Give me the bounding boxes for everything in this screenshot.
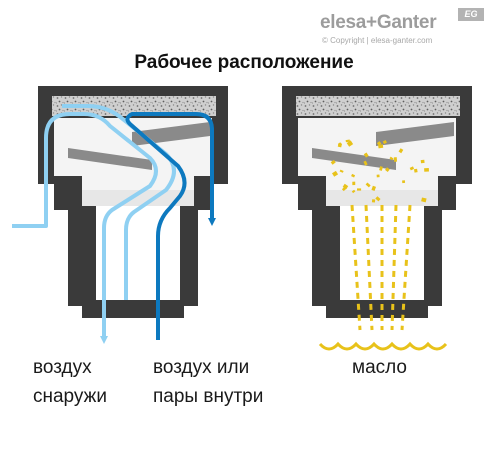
label-inside-air-line2: пары внутри — [153, 386, 264, 407]
label-oil: масло — [352, 353, 407, 382]
oil-droplet — [332, 170, 339, 177]
oil-droplet — [390, 204, 398, 331]
oil-droplet — [389, 156, 394, 161]
label-outside-air: воздух снаружи — [33, 353, 107, 411]
oil-droplet — [351, 189, 356, 194]
oil-droplet — [357, 188, 362, 191]
oil-droplet — [345, 139, 350, 143]
breather-left-bore — [96, 206, 180, 300]
oil-droplet — [379, 166, 383, 171]
oil-droplet — [364, 204, 374, 331]
breather-left-baffle-lower — [68, 148, 152, 170]
oil-droplet — [371, 185, 377, 191]
breather-left-step — [82, 190, 194, 206]
breather-left-filter — [52, 96, 216, 116]
inside-air-arrow — [125, 112, 216, 340]
oil-droplet — [365, 182, 371, 188]
breather-right-filter — [296, 96, 460, 116]
breather-right-baffle-lower — [312, 148, 396, 170]
oil-droplet — [400, 204, 412, 331]
oil-wave — [318, 341, 448, 351]
oil-droplet — [382, 140, 387, 145]
breather-right — [282, 86, 472, 318]
oil-droplet — [342, 183, 349, 190]
oil-droplet — [402, 180, 406, 184]
oil-droplet — [350, 204, 362, 331]
label-outside-air-line2: снаружи — [33, 386, 107, 407]
oil-droplet — [346, 140, 354, 147]
oil-droplet — [376, 141, 382, 146]
oil-droplet — [421, 197, 427, 203]
oil-droplet — [385, 167, 390, 172]
logo-copyright: © Copyright | elesa-ganter.com — [322, 36, 433, 45]
oil-droplet — [339, 169, 344, 173]
breather-left — [38, 86, 228, 318]
logo-wordmark: elesa+Ganter — [320, 12, 437, 33]
label-inside-air-line1: воздух или — [153, 357, 250, 378]
oil-droplet — [393, 157, 398, 162]
oil-droplet — [363, 152, 369, 158]
oil-droplet — [424, 168, 429, 172]
label-outside-air-line1: воздух — [33, 357, 92, 378]
logo-badge: EG — [458, 8, 484, 21]
oil-droplet — [376, 174, 380, 178]
outside-air-arrow-inner — [62, 104, 176, 300]
oil-droplet — [409, 166, 415, 171]
breather-right-baffle-upper — [376, 122, 454, 146]
brand-logo: elesa+Ganter EG © Copyright | elesa-gant… — [318, 8, 484, 48]
oil-droplet — [375, 196, 381, 202]
label-oil-line1: масло — [352, 357, 407, 378]
diagram-title: Рабочее расположение — [134, 52, 354, 73]
oil-droplet — [420, 159, 425, 164]
oil-droplet — [330, 159, 336, 165]
breather-right-step — [326, 190, 438, 206]
oil-droplet — [363, 160, 368, 166]
oil-droplet — [414, 168, 418, 173]
outside-air-arrow — [12, 112, 158, 344]
label-inside-air: воздух или пары внутри — [153, 353, 263, 411]
oil-droplet — [371, 199, 376, 203]
oil-mist — [330, 139, 429, 331]
oil-droplet — [351, 173, 356, 178]
oil-droplet — [352, 181, 356, 186]
oil-droplet — [398, 148, 404, 154]
oil-droplet — [337, 142, 343, 147]
